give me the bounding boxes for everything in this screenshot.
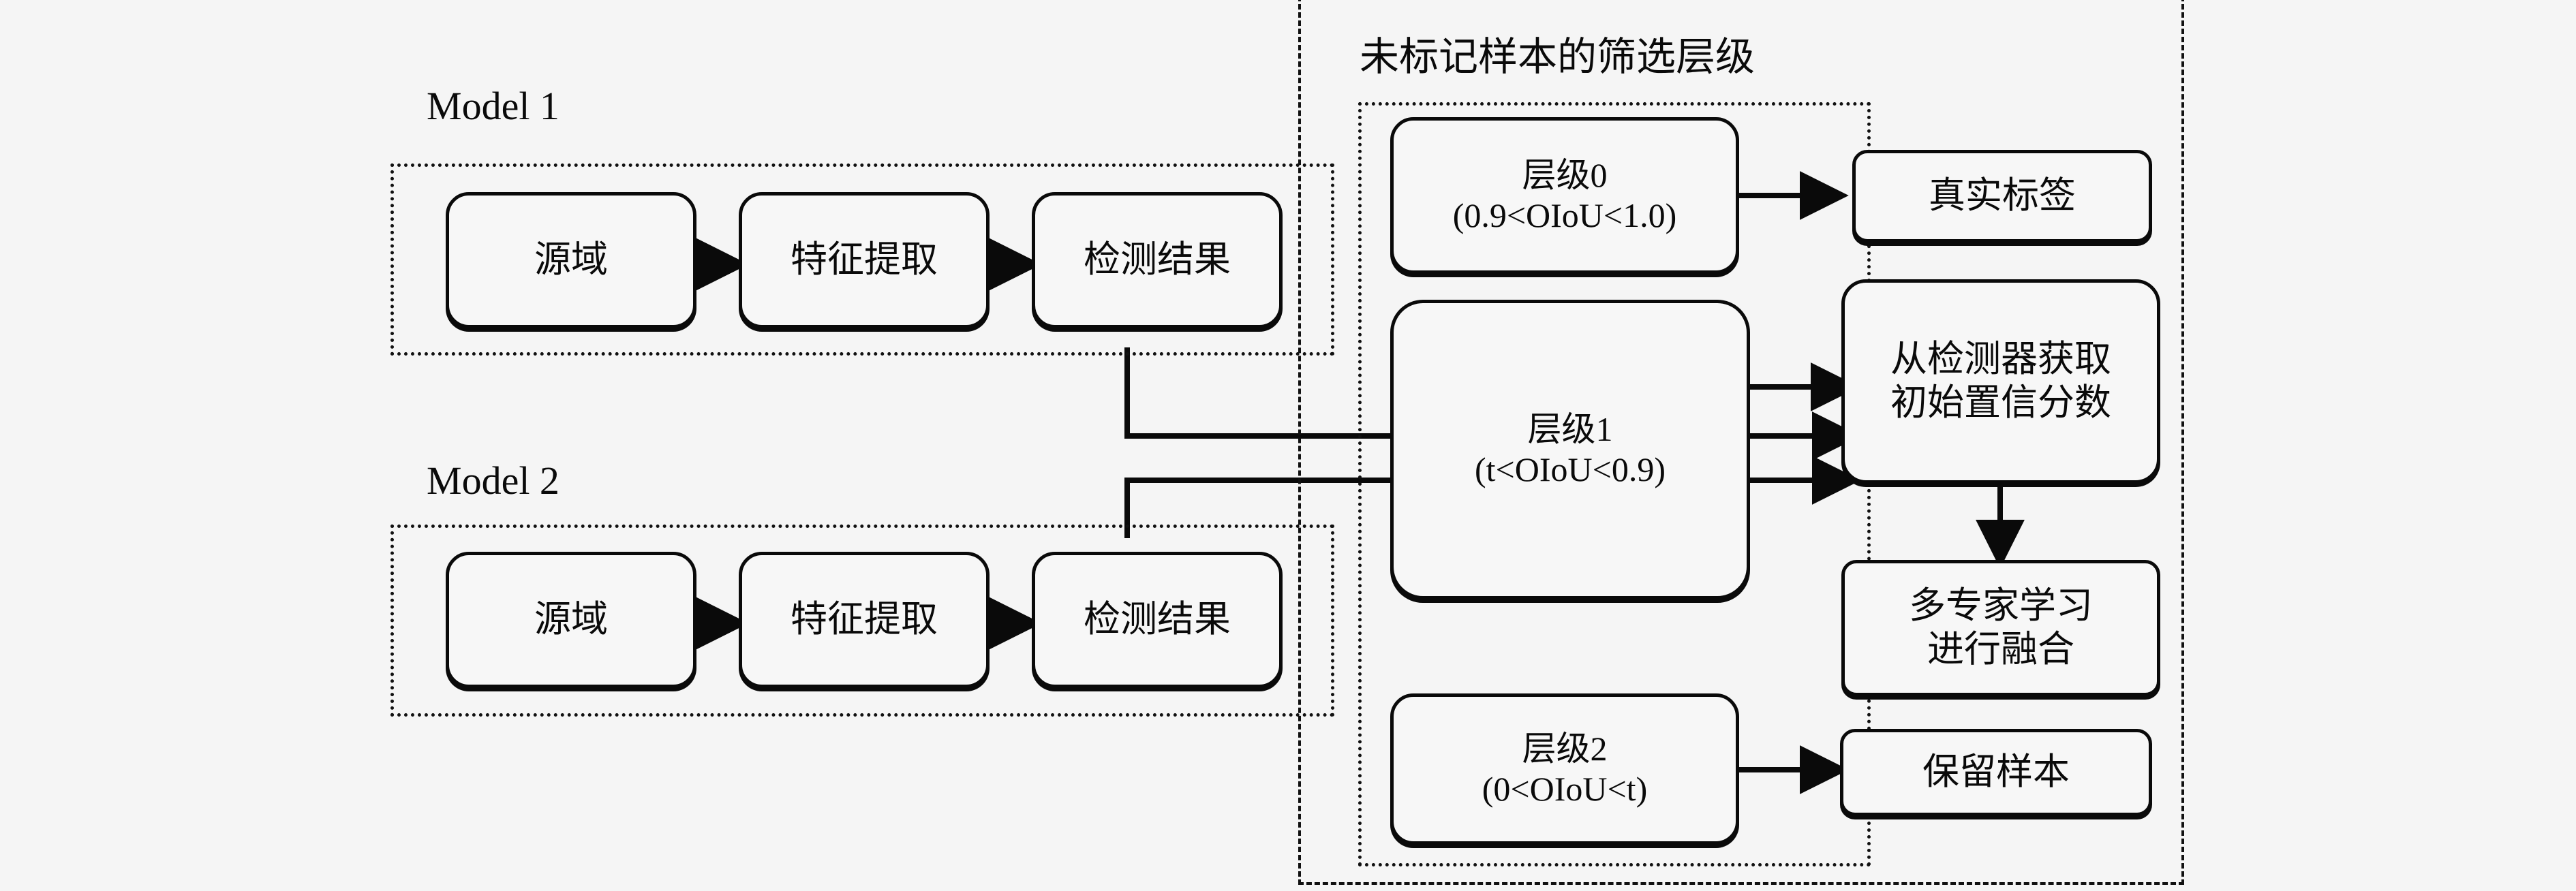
- model-2-source-domain-label: 源域: [534, 599, 608, 640]
- level-2-box: 层级2 (0<OIoU<t): [1390, 693, 1739, 845]
- level-group-box: [1358, 102, 1871, 866]
- model-2-label: Model 2: [427, 458, 559, 503]
- model-1-source-domain-label: 源域: [534, 239, 608, 281]
- model-1-detection-result: 检测结果: [1032, 192, 1283, 328]
- model-1-label: Model 1: [427, 84, 559, 128]
- model-2-source-domain: 源域: [446, 552, 696, 688]
- level-0-box: 层级0 (0.9<OIoU<1.0): [1390, 117, 1739, 274]
- retain-samples-text: 保留样本: [1922, 751, 2070, 793]
- model-1-feature-extraction: 特征提取: [739, 192, 990, 328]
- model-1-source-domain: 源域: [446, 192, 696, 328]
- retain-samples-box: 保留样本: [1840, 729, 2152, 816]
- multi-expert-fusion-box: 多专家学习 进行融合: [1841, 560, 2160, 696]
- screening-hierarchy-title: 未标记样本的筛选层级: [1360, 35, 1755, 79]
- model-1-detection-result-label: 检测结果: [1084, 239, 1231, 281]
- model-2-detection-result-label: 检测结果: [1084, 599, 1231, 640]
- model-1-panel: [390, 163, 1334, 356]
- level-2-label: 层级2 (0<OIoU<t): [1482, 730, 1648, 808]
- model-2-feature-extraction-label: 特征提取: [791, 599, 938, 640]
- model-2-detection-result: 检测结果: [1032, 552, 1283, 688]
- multi-expert-fusion-text: 多专家学习 进行融合: [1909, 585, 2093, 670]
- model-1-feature-extraction-label: 特征提取: [791, 239, 938, 281]
- level-1-box: 层级1 (t<OIoU<0.9): [1390, 300, 1750, 599]
- ground-truth-label-box: 真实标签: [1852, 150, 2152, 243]
- ground-truth-label-text: 真实标签: [1929, 175, 2076, 217]
- level-1-label: 层级1 (t<OIoU<0.9): [1475, 410, 1666, 488]
- model-2-feature-extraction: 特征提取: [739, 552, 990, 688]
- initial-confidence-score-box: 从检测器获取 初始置信分数: [1841, 279, 2160, 484]
- level-0-label: 层级0 (0.9<OIoU<1.0): [1452, 156, 1677, 234]
- initial-confidence-score-text: 从检测器获取 初始置信分数: [1890, 339, 2111, 423]
- model-2-panel: [390, 525, 1334, 717]
- screening-hierarchy-panel: [1298, 0, 2184, 885]
